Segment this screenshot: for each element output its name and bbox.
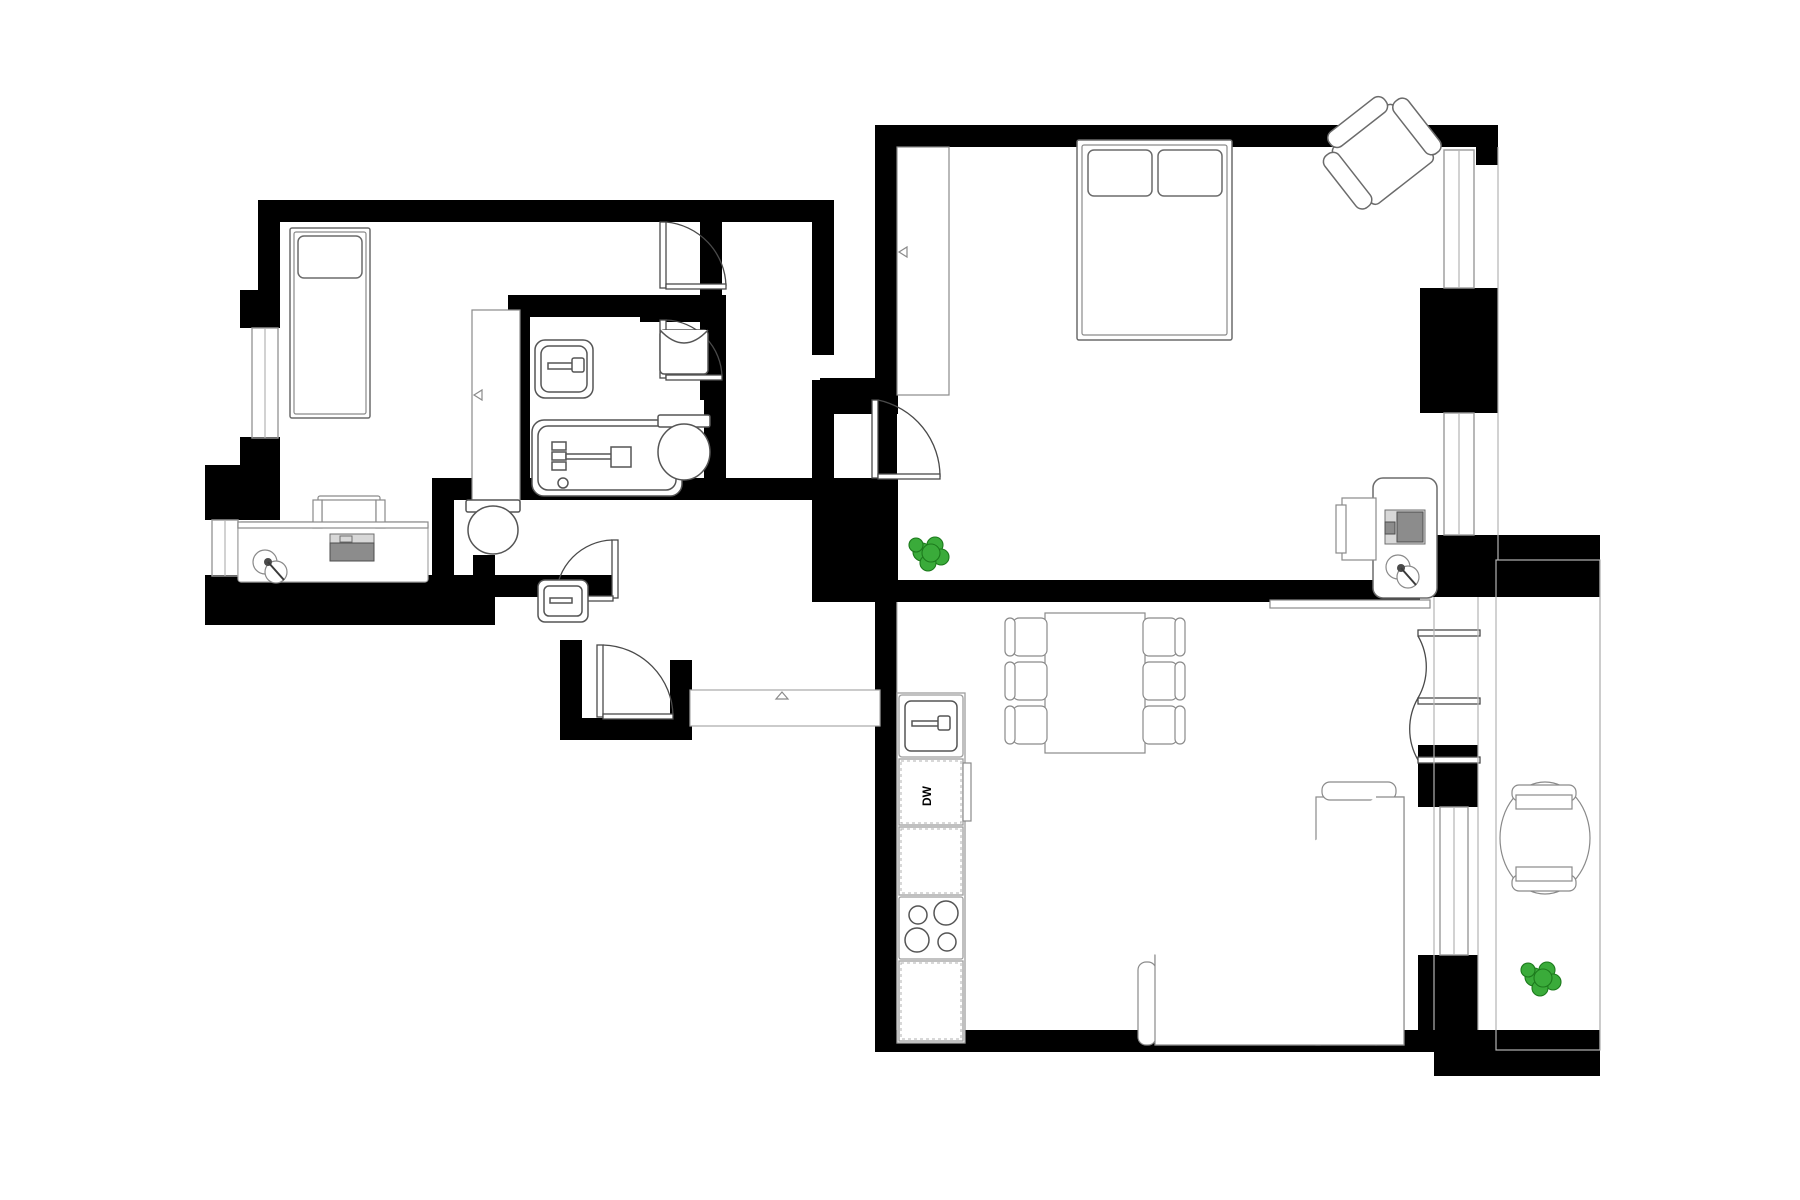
wall-left-bedroom-upper [875, 125, 897, 395]
wall-pier-living-lower [1418, 955, 1478, 1035]
door-bedroom-main[interactable] [871, 399, 941, 480]
corridor-cabinet [689, 689, 881, 727]
wall-hall-horizontal [700, 478, 898, 500]
bed-pillow [297, 235, 363, 279]
wardrobe-bedroom-main [896, 146, 950, 396]
washbasin-wc [537, 579, 589, 623]
wall-corridor-end [670, 660, 692, 740]
desk-person-icon [252, 549, 288, 584]
burner-4 [937, 932, 957, 952]
wall-kitchen-west [875, 602, 897, 1052]
wall-pier-living-upper [1418, 745, 1478, 807]
wall-right-corner [1476, 125, 1498, 165]
dishwasher: DW [898, 758, 972, 826]
window-living-east [1439, 806, 1469, 956]
burner-3 [904, 927, 930, 953]
armchair-arm-left [1322, 151, 1373, 210]
bench-bottom-seat [1515, 866, 1573, 882]
wall-east-proj-end [1578, 535, 1600, 597]
plant-hall [908, 536, 950, 572]
dishwasher-label: DW [920, 785, 934, 806]
wall-left-pier-c [205, 465, 280, 520]
desk-study [237, 495, 429, 584]
door-bedroom-secondary[interactable] [659, 221, 727, 290]
wall-bottom-terrace [1434, 1030, 1600, 1052]
kitchen-base-cabinet [898, 826, 964, 896]
window-bedroom-main-east [1443, 149, 1475, 289]
wall-hall-top [700, 200, 825, 222]
washing-machine [659, 329, 709, 375]
dining-chair-left-2 [1004, 661, 1048, 701]
plant-balcony [1520, 961, 1562, 997]
bathtub [531, 419, 683, 497]
bench-top-seat [1515, 794, 1573, 810]
bedroom-main-furniture [896, 95, 1442, 609]
wall-corridor-east [560, 640, 582, 740]
desk-computer [329, 533, 375, 562]
desk-chair-bedroom [1385, 554, 1420, 589]
dining-chair-left-1 [1004, 617, 1048, 657]
armchair-bedroom [1322, 95, 1442, 210]
sofa-arm-left [1137, 961, 1157, 1046]
windows-group [211, 149, 1475, 956]
bed-pillow-left [1087, 149, 1153, 197]
door-hall[interactable] [596, 644, 674, 720]
wall-top-left-unit [258, 200, 728, 222]
cooktop [898, 896, 964, 960]
wall-hall-block-upper [820, 378, 898, 414]
door-balcony[interactable] [1409, 629, 1481, 764]
bed-pillow-right [1157, 149, 1223, 197]
armchair-back [1327, 95, 1389, 149]
kitchen-tall-unit [898, 960, 964, 1042]
wall-bottom-terrace-2 [1434, 1052, 1600, 1076]
wall-hall-segment [812, 200, 834, 355]
table-top [1499, 781, 1591, 895]
burner-2 [933, 900, 959, 926]
dining-chair-right-3 [1142, 705, 1186, 745]
wall-left-upper [258, 200, 280, 300]
dining-chair-left-3 [1004, 705, 1048, 745]
burner-1 [908, 905, 928, 925]
dining-tabletop [1044, 612, 1146, 754]
dining-table [1004, 612, 1186, 754]
wall-east-projection [1420, 535, 1600, 597]
wc-fixtures [465, 499, 589, 623]
outdoor-table [1499, 781, 1591, 895]
toilet-bath [657, 414, 711, 481]
bathroom-fixtures [531, 329, 711, 497]
study-furniture [237, 495, 429, 584]
kitchen-units: DW [896, 692, 972, 1044]
credenza-bedroom [1269, 599, 1431, 609]
desk-bedroom [1335, 477, 1438, 599]
single-bed [289, 227, 371, 419]
dining-chair-right-1 [1142, 617, 1186, 657]
wall-top-bedroom [875, 125, 1420, 147]
wall-corridor-bottom [560, 718, 690, 740]
wall-wc-west [432, 478, 454, 588]
armchair-arm-right [1392, 97, 1442, 156]
toilet-wc [465, 499, 521, 555]
desk-monitor [1384, 509, 1426, 545]
wall-left-pier-a [240, 290, 280, 328]
desk-front-edge [237, 521, 429, 529]
wall-pier-east-upper [1420, 288, 1498, 413]
window-bedroom-secondary-west [251, 327, 279, 439]
window-bedroom-main-east-2 [1443, 412, 1475, 536]
living-dining-furniture [1004, 612, 1405, 1046]
double-bed [1076, 139, 1233, 341]
balcony-elements [1495, 559, 1601, 1051]
bedroom-secondary-furniture [289, 227, 521, 511]
sofa-arm-top [1321, 781, 1397, 801]
wardrobe-secondary [471, 309, 521, 511]
kitchen-sink [898, 694, 964, 758]
wall-bedroom-living-divider [875, 580, 1420, 602]
sectional-sofa [1137, 781, 1405, 1046]
washbasin-bath [534, 339, 594, 399]
dining-chair-right-2 [1142, 661, 1186, 701]
thin-outline-lines [896, 147, 1499, 1030]
